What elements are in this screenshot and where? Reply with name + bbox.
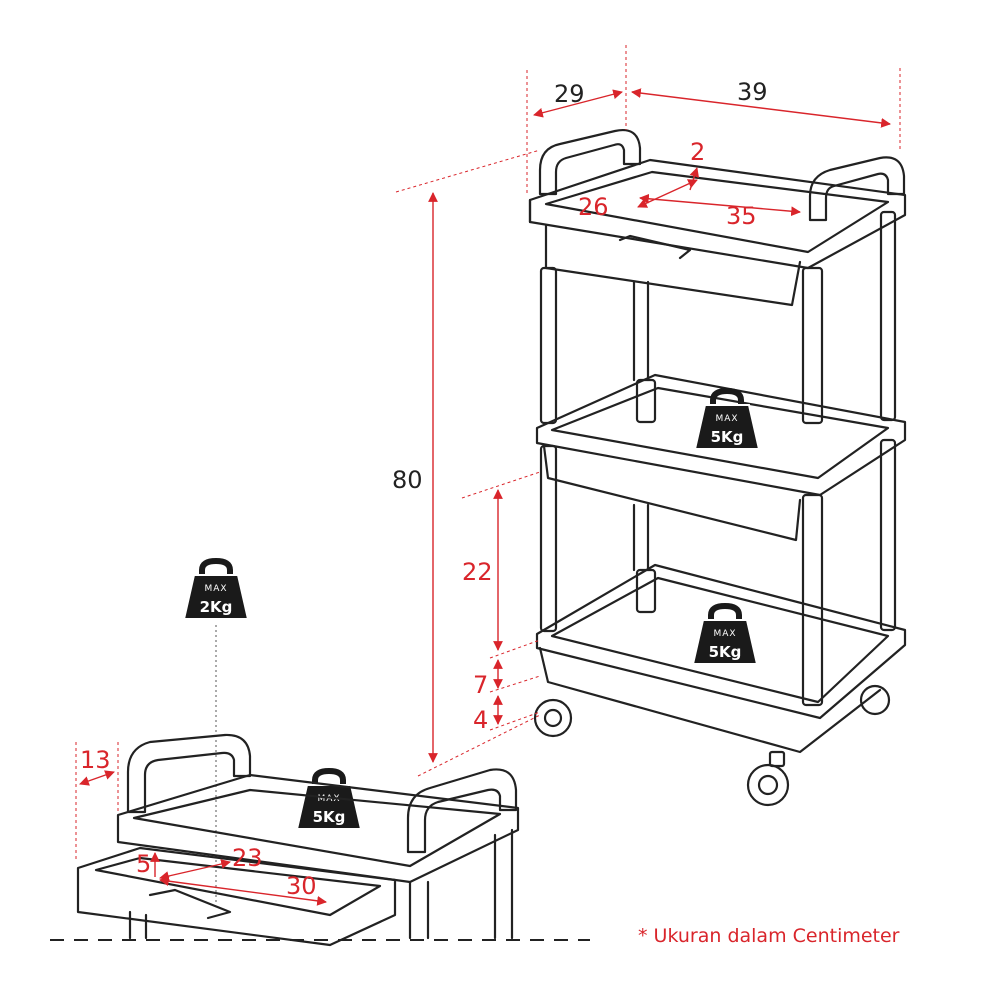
badge-load-middle: 5Kg (711, 428, 744, 446)
dim-detail-drawer-height: 5 (136, 850, 151, 878)
dim-detail-drawer-depth: 23 (232, 844, 263, 872)
dim-wheel-clearance: 4 (473, 706, 488, 734)
badge-load-bottom: 5Kg (709, 643, 742, 661)
badge-load-top: 5Kg (313, 808, 346, 826)
dim-detail-handle: 13 (80, 746, 111, 774)
detail-dimensions: 13 5 23 30 (75, 742, 327, 906)
badge-max-label: MAX (317, 794, 340, 804)
dim-depth-top: 29 (554, 80, 585, 108)
weight-badge-middle: MAX 5Kg (693, 387, 761, 450)
badge-max-label: MAX (713, 629, 736, 639)
dim-detail-drawer-width: 30 (286, 872, 317, 900)
dim-tray-width: 35 (726, 202, 757, 230)
main-dimensions: 29 39 2 26 35 80 22 7 4 (392, 45, 901, 777)
dim-tray-lip: 2 (690, 138, 705, 166)
badge-max-label: MAX (204, 584, 227, 594)
dim-basket-height: 7 (473, 671, 488, 699)
dim-tray-depth: 26 (578, 193, 609, 221)
badge-load-drawer: 2Kg (200, 598, 233, 616)
trolley-main (528, 129, 907, 807)
trolley-detail (50, 733, 590, 947)
unit-note: * Ukuran dalam Centimeter (638, 925, 900, 947)
badge-max-label: MAX (715, 414, 738, 424)
dim-height-total: 80 (392, 466, 423, 494)
weight-badge-bottom: MAX 5Kg (691, 602, 759, 665)
weight-badge-drawer: MAX 2Kg (182, 557, 250, 620)
dim-gap-middle: 22 (462, 558, 493, 586)
dim-width-top: 39 (737, 78, 768, 106)
